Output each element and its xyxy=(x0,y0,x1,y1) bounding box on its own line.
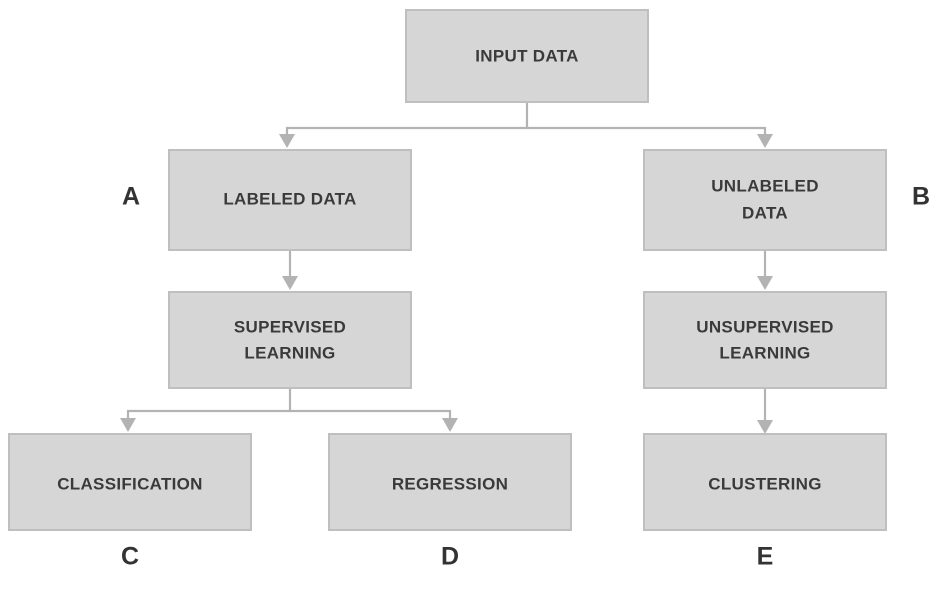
node-input-data-label: INPUT DATA xyxy=(475,46,578,65)
node-input-data[interactable]: INPUT DATA xyxy=(405,9,649,103)
arrow-head-icon xyxy=(757,134,773,148)
node-classification[interactable]: CLASSIFICATION xyxy=(8,433,252,531)
node-classification-label: CLASSIFICATION xyxy=(57,474,203,493)
annotation-label-a: A xyxy=(122,183,140,211)
node-unsupervised-learning[interactable]: UNSUPERVISED LEARNING xyxy=(643,291,887,389)
arrow-head-icon xyxy=(757,276,773,290)
annotation-label-b: B xyxy=(912,183,930,211)
node-supervised-learning-label-line1: SUPERVISED xyxy=(234,317,346,336)
connector-input-to-branches xyxy=(279,102,773,148)
node-unlabeled-data[interactable]: UNLABELED DATA xyxy=(643,149,887,251)
node-labeled-data[interactable]: LABELED DATA xyxy=(168,149,412,251)
node-regression[interactable]: REGRESSION xyxy=(328,433,572,531)
connector-supervised-to-leaves xyxy=(120,388,458,432)
node-labeled-data-label: LABELED DATA xyxy=(223,189,356,208)
annotation-label-e: E xyxy=(757,543,774,571)
node-unlabeled-data-label-line2: DATA xyxy=(742,203,788,222)
node-clustering-label: CLUSTERING xyxy=(708,474,822,493)
node-supervised-learning-label-line2: LEARNING xyxy=(244,343,335,362)
connector-unlabeled-to-unsupervised xyxy=(757,250,773,290)
connector-labeled-to-supervised xyxy=(282,250,298,290)
node-unlabeled-data-label-line1: UNLABELED xyxy=(711,176,819,195)
arrow-head-icon xyxy=(757,420,773,434)
arrow-head-icon xyxy=(279,134,295,148)
node-unsupervised-learning-label-line2: LEARNING xyxy=(719,343,810,362)
annotation-label-d: D xyxy=(441,543,459,571)
arrow-head-icon xyxy=(442,418,458,432)
annotation-label-c: C xyxy=(121,543,139,571)
arrow-head-icon xyxy=(282,276,298,290)
node-clustering[interactable]: CLUSTERING xyxy=(643,433,887,531)
connector-unsupervised-to-clustering xyxy=(757,388,773,434)
arrow-head-icon xyxy=(120,418,136,432)
node-supervised-learning[interactable]: SUPERVISED LEARNING xyxy=(168,291,412,389)
node-regression-label: REGRESSION xyxy=(392,474,508,493)
node-unsupervised-learning-label-line1: UNSUPERVISED xyxy=(696,317,833,336)
